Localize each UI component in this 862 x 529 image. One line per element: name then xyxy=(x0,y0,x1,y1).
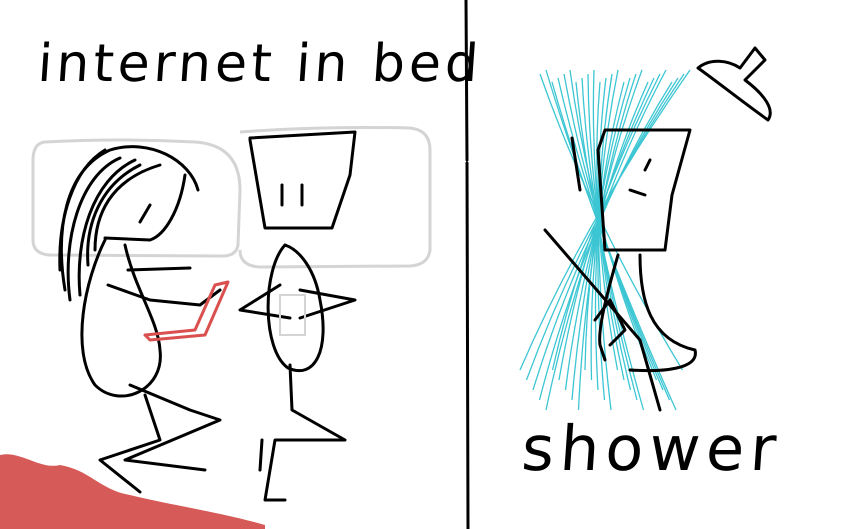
caption-internet-in-bed: internet in bed xyxy=(35,34,485,94)
blood-stain xyxy=(0,454,265,529)
pillows xyxy=(31,126,432,269)
panel-divider xyxy=(464,0,470,529)
water-streak xyxy=(575,81,645,411)
shower-figure xyxy=(543,128,697,412)
caption-shower: shower xyxy=(519,412,785,485)
woman-figure xyxy=(58,145,222,494)
laptop xyxy=(143,280,230,342)
shower-water xyxy=(519,69,691,411)
water-streak xyxy=(545,69,677,411)
man-figure xyxy=(238,130,357,502)
water-streak xyxy=(569,69,651,371)
shower-head xyxy=(696,46,772,122)
water-streak xyxy=(551,73,661,371)
water-streak xyxy=(519,69,691,371)
